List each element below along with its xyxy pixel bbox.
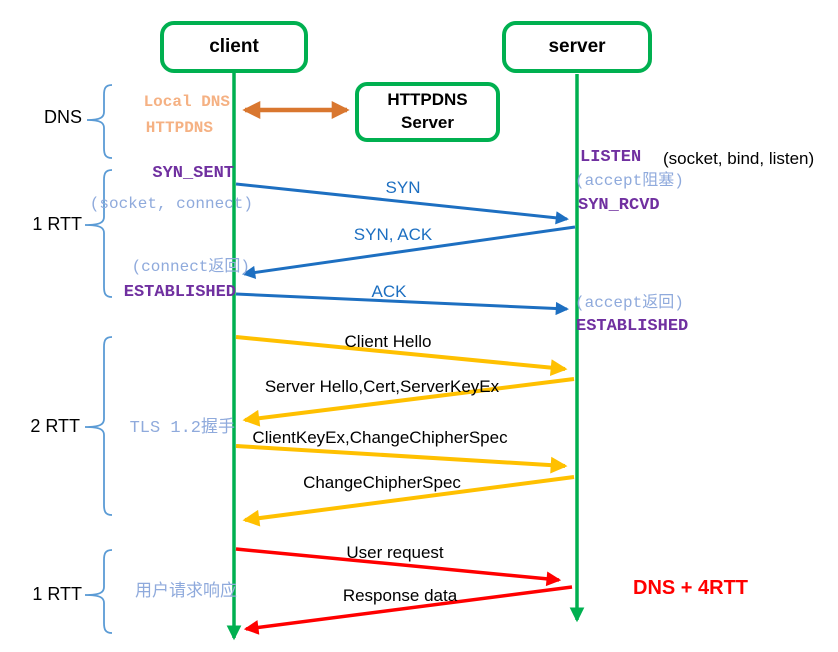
- client-note-socket-connect: (socket, connect): [89, 195, 253, 213]
- tls-handshake-label: TLS 1.2握手: [129, 419, 235, 438]
- http-exchange-label: 用户请求响应: [135, 583, 237, 602]
- tcp-rtt-brace: [84, 169, 113, 298]
- total-latency-summary: DNS + 4RTT: [633, 577, 749, 599]
- client-hello-arrow: [235, 335, 568, 376]
- msg-ack: ACK: [371, 282, 407, 301]
- tls-rtt-brace: [84, 336, 113, 516]
- user-request-arrow: [235, 547, 562, 587]
- phase-label-dns: DNS: [43, 107, 82, 127]
- server-state-syn-rcvd: SYN_RCVD: [578, 196, 660, 215]
- syn-ack-arrow: [242, 225, 576, 279]
- httpdns-box-line2: Server: [401, 113, 454, 132]
- client-state-syn-sent: SYN_SENT: [152, 164, 234, 183]
- change-cipher-arrow: [242, 475, 575, 527]
- phase-label-tls-rtt: 2 RTT: [30, 416, 80, 436]
- ack-arrow: [235, 292, 569, 316]
- msg-server-hello: Server Hello,Cert,ServerKeyEx: [264, 377, 500, 396]
- server-actor-box: server: [502, 21, 652, 73]
- httpdns-box-line1: HTTPDNS: [387, 90, 468, 110]
- response-data-arrow: [243, 585, 573, 635]
- msg-syn-ack: SYN, ACK: [353, 225, 433, 244]
- msg-client-keyex: ClientKeyEx,ChangeChipherSpec: [252, 428, 508, 447]
- client-actor-label: client: [209, 36, 259, 57]
- phase-label-tcp-rtt: 1 RTT: [32, 214, 82, 234]
- server-state-established: ESTABLISHED: [576, 317, 689, 336]
- httpdns-server-box: HTTPDNS Server: [355, 82, 500, 142]
- client-note-connect-return: (connect返回): [131, 258, 250, 276]
- client-state-established: ESTABLISHED: [123, 283, 236, 302]
- server-actor-label: server: [548, 36, 606, 57]
- httpdns-label: HTTPDNS: [145, 119, 213, 137]
- msg-response-data: Response data: [342, 586, 458, 605]
- msg-client-hello: Client Hello: [344, 332, 432, 351]
- server-hello-arrow: [242, 377, 575, 427]
- server-note-accept-block: (accept阻塞): [575, 172, 684, 190]
- http-rtt-brace: [84, 549, 113, 634]
- msg-user-request: User request: [346, 543, 444, 562]
- server-note-accept-return: (accept返回): [575, 294, 684, 312]
- client-keyex-arrow: [235, 444, 568, 474]
- client-actor-box: client: [160, 21, 308, 73]
- server-state-listen: LISTEN: [580, 148, 642, 167]
- server-note-socket-bind-listen: (socket, bind, listen): [663, 149, 815, 168]
- msg-change-cipher: ChangeChipherSpec: [303, 473, 461, 492]
- syn-arrow: [235, 182, 569, 225]
- local-dns-label: Local DNS: [143, 93, 230, 111]
- msg-syn: SYN: [385, 178, 421, 197]
- phase-label-http-rtt: 1 RTT: [32, 584, 82, 604]
- dns-brace: [86, 84, 113, 159]
